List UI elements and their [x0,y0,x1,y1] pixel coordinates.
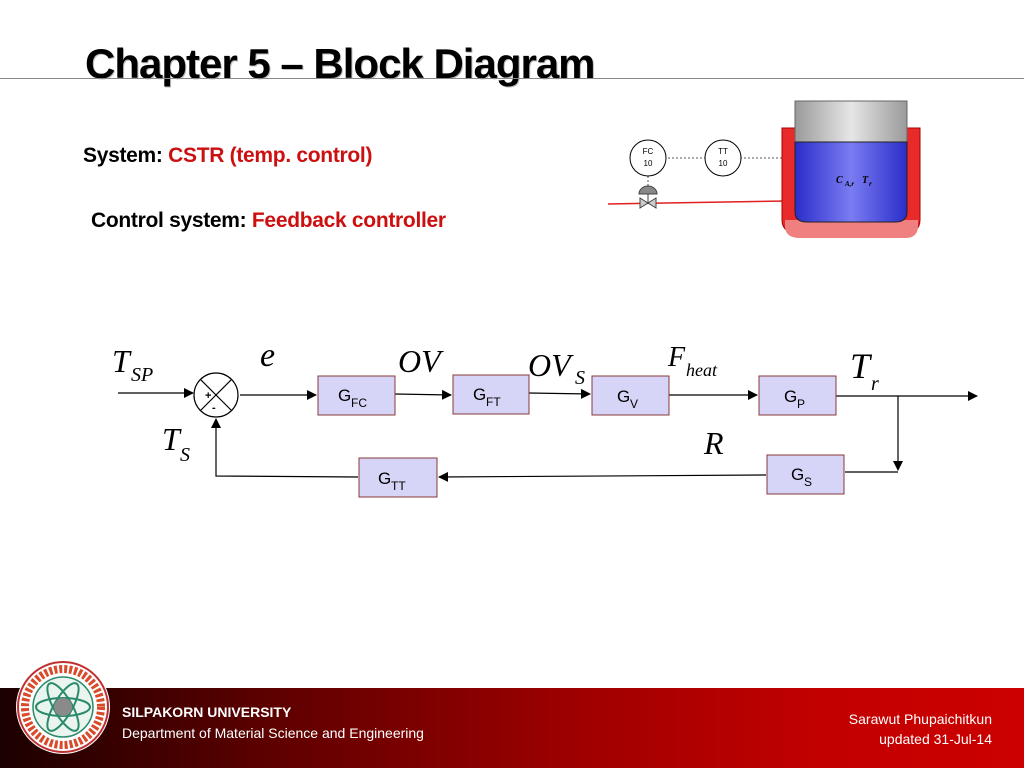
system-value: CSTR (temp. control) [168,144,373,167]
control-system-value: Feedback controller [251,209,446,232]
block-gs-main: G [791,465,804,484]
block-gs-sub: S [804,475,812,489]
fc-tag: FC [643,147,654,156]
title-divider [0,78,1024,79]
summing-junction: + - [193,372,239,418]
label-ts-sub: S [180,444,190,466]
reactor-sub-c: A,r [844,180,854,188]
block-gv: G V [591,375,670,416]
block-gp-main: G [784,387,797,406]
label-fheat-main: F [667,342,686,373]
label-ovs-sub: S [575,367,585,389]
block-diagram-wires [118,388,978,482]
reactor-label-t: T [862,175,869,186]
block-gp-sub: P [797,397,805,411]
reactor-headspace [794,100,908,144]
block-gtt-sub: TT [391,479,406,493]
control-system-line: Control system: Feedback controller [91,209,446,233]
footer-author: Sarawut Phupaichitkun [848,711,992,727]
label-tr-main: T [850,346,873,386]
slide-title: Chapter 5 – Block Diagram [85,40,596,87]
block-gfc-main: G [338,386,351,405]
fc-instrument: FC 10 [629,139,667,177]
control-system-label: Control system: [91,209,247,232]
arrow-ts-feedback [211,418,359,478]
block-gft-sub: FT [486,395,501,409]
pid-sketch: FC 10 TT 10 C A,r T r [607,100,921,238]
block-gv-main: G [617,387,630,406]
tt-tag: TT [718,147,728,156]
block-gp: G P [758,375,837,416]
footer-bar [0,688,1024,768]
seal-icon [17,661,109,753]
heating-line [607,200,786,205]
tt-instrument: TT 10 [704,139,742,177]
block-gv-sub: V [630,397,638,411]
label-tsp-main: T [112,343,132,379]
sum-minus: - [212,402,216,414]
block-gfc-sub: FC [351,396,367,410]
tt-number: 10 [719,159,728,168]
block-gtt-main: G [378,469,391,488]
footer-updated: updated 31-Jul-14 [879,731,992,747]
footer-university: SILPAKORN UNIVERSITY [122,704,292,720]
arrow-ovs [528,388,591,399]
control-valve-icon [638,185,658,209]
label-ov: OV [398,343,444,379]
block-gft-main: G [473,385,486,404]
fc-number: 10 [644,159,653,168]
block-gtt: G TT [358,457,438,498]
system-label: System: [83,144,163,167]
block-gft: G FT [452,374,530,415]
label-ts-main: T [162,421,182,457]
sum-plus: + [205,390,211,402]
university-seal-logo [16,660,110,754]
reactor-label-c: C [836,175,843,186]
block-gs: G S [766,454,845,495]
system-line: System: CSTR (temp. control) [83,144,372,168]
label-tsp-sub: SP [131,364,153,386]
label-e: e [260,337,275,374]
block-gfc: G FC [317,375,396,416]
arrow-r [438,471,767,482]
footer-department: Department of Material Science and Engin… [122,725,424,741]
cstr-reactor: C A,r T r [781,100,921,238]
arrow-ov [394,389,452,400]
label-ovs-main: OV [528,347,574,383]
label-r: R [703,425,724,461]
reactor-sub-t: r [869,180,872,188]
signal-labels: T SP e OV OV S F heat T r T S R [112,337,879,466]
label-fheat-sub: heat [686,360,718,380]
reactor-liquid [794,141,908,223]
label-tr-sub: r [871,373,879,395]
